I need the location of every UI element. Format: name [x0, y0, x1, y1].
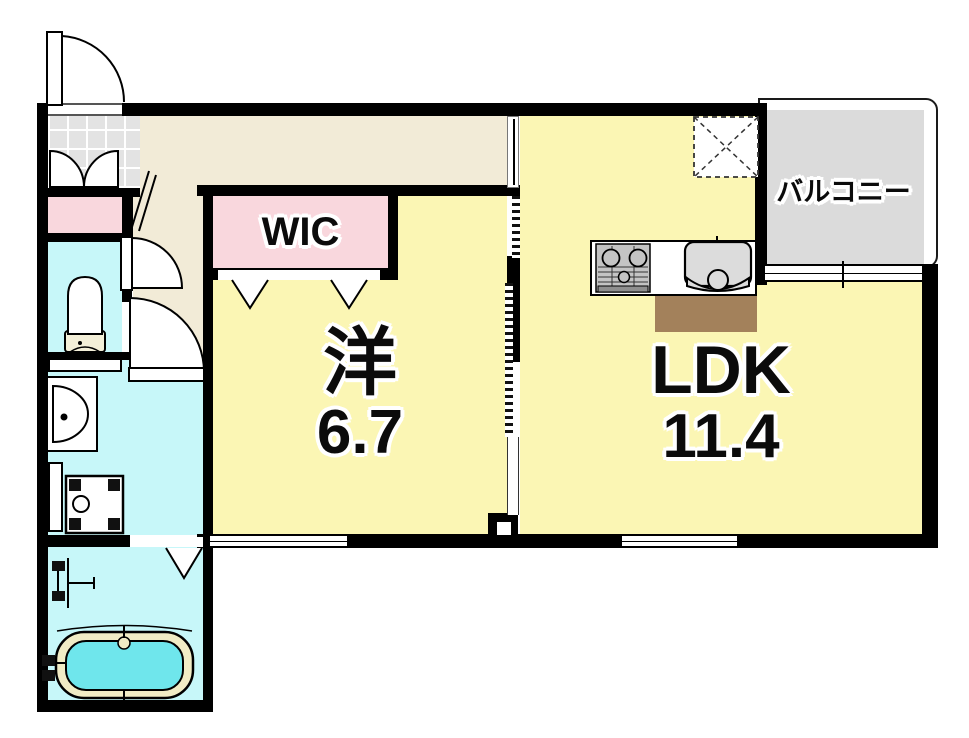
pillar-notch — [497, 522, 511, 535]
wall-wash-bath — [37, 535, 130, 547]
entrance-opening — [48, 103, 122, 116]
wall-rooms-left — [203, 185, 213, 712]
wall-wic-right — [388, 185, 398, 280]
balcony-rail-tick — [842, 261, 844, 288]
wall-door-jamb — [122, 290, 132, 302]
wall-genkan-bottom — [37, 188, 140, 197]
window-balcony-door — [765, 261, 922, 288]
bath-folding-door — [165, 547, 203, 580]
ldk-area: 11.4 — [662, 402, 780, 472]
genkan-step-line — [131, 170, 157, 232]
western-room-label: 洋 6.7 — [213, 302, 507, 487]
sliding-door-pocket — [507, 437, 519, 515]
toilet-door — [120, 236, 184, 291]
wall-bath-bottom — [37, 700, 213, 712]
refrigerator-space-icon — [693, 116, 759, 178]
washroom-door — [128, 296, 206, 382]
entrance-door — [46, 31, 126, 106]
room-wic — [213, 196, 388, 268]
room-shoe-cabinet — [48, 197, 122, 233]
kitchen-floor-brown — [655, 296, 757, 332]
bath-door-track — [130, 537, 203, 547]
western-room-area: 6.7 — [316, 397, 404, 467]
wall-left — [37, 103, 48, 712]
wic-door-track — [218, 270, 380, 280]
wall-ldk-right — [922, 264, 938, 548]
genkan-closet-doors — [49, 149, 119, 188]
washroom-cabinet-strip — [48, 358, 122, 372]
toilet-icon — [64, 275, 106, 353]
sliding-partition-upper — [512, 196, 520, 258]
hall-ldk-door — [507, 116, 519, 188]
bathtub-icon — [42, 624, 195, 702]
washbasin-icon — [46, 376, 98, 452]
wall-shoebox-right — [122, 197, 133, 238]
wall-top — [37, 103, 767, 116]
window-western-room — [210, 534, 347, 548]
stove-icon — [595, 243, 651, 293]
hall-ldk-door-line — [513, 119, 515, 185]
sliding-partition-lower — [505, 283, 513, 437]
ldk-name: LDK — [651, 331, 791, 408]
wall-bottom — [197, 534, 938, 548]
balcony-label-text: バルコニー — [776, 177, 911, 208]
wic-label-text: WIC — [261, 209, 340, 254]
balcony-floor — [763, 110, 924, 266]
ldk-label: LDK 11.4 — [520, 322, 922, 482]
kitchen-sink-icon — [683, 236, 753, 292]
wall-toilet-top — [37, 233, 133, 242]
wic-label: WIC — [213, 196, 388, 268]
wall-rooms-top — [197, 185, 520, 196]
washer-side-panel — [48, 462, 63, 532]
shower-fixture-icon — [52, 558, 95, 608]
wic-folding-doors — [231, 279, 368, 310]
washing-machine-icon — [64, 474, 125, 535]
hallway-top — [140, 116, 507, 188]
balcony-label: バルコニー — [763, 176, 924, 210]
window-ldk-bottom — [622, 534, 737, 548]
wall-toilet-bottom — [37, 352, 133, 360]
western-room-name: 洋 — [323, 321, 397, 405]
